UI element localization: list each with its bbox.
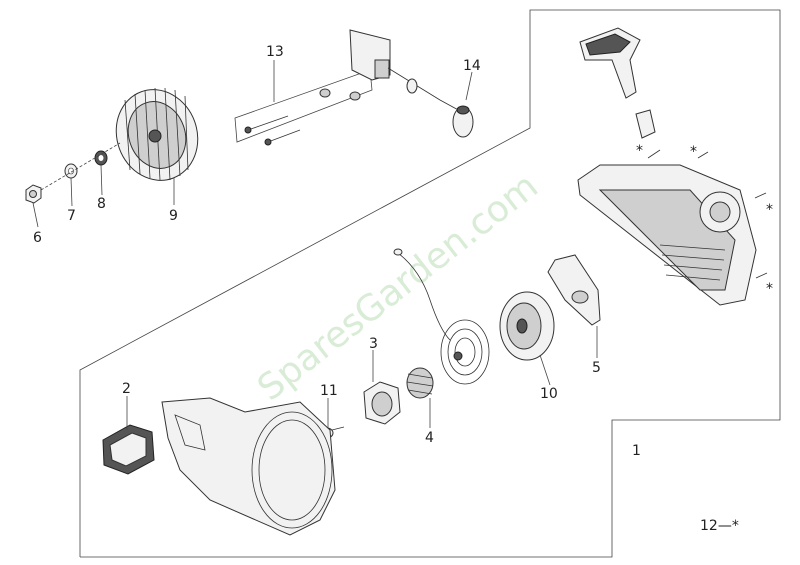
bolt-set-boundary — [234, 69, 373, 143]
label-part-5: 5 — [592, 360, 601, 376]
starter-handle — [579, 27, 656, 139]
label-part-3: 3 — [369, 336, 378, 352]
leader-lines — [32, 60, 598, 430]
pawl-spring — [406, 367, 434, 399]
spring-cover-plate — [547, 254, 601, 326]
assembly-boundary — [79, 9, 781, 558]
label-part-7: 7 — [67, 208, 76, 224]
star-mark: * — [766, 281, 773, 297]
ignition-coil — [349, 29, 474, 138]
label-part-10: 10 — [540, 386, 558, 402]
bolt-set — [244, 88, 361, 146]
washer-spring — [94, 150, 108, 166]
starter-rope — [393, 248, 451, 341]
label-part-2: 2 — [122, 381, 131, 397]
label-part-13: 13 — [266, 44, 284, 60]
washer-flat — [64, 163, 78, 179]
label-part-12-note: 12—* — [700, 518, 739, 534]
star-mark: * — [766, 202, 773, 218]
star-mark: * — [690, 144, 697, 160]
recoil-spring — [440, 319, 490, 385]
label-part-8: 8 — [97, 196, 106, 212]
label-part-11: 11 — [320, 383, 338, 399]
star-mark: * — [636, 143, 643, 159]
label-part-4: 4 — [425, 430, 434, 446]
anti-vibration-damper — [102, 424, 155, 475]
watermark: SparesGarden.com — [250, 166, 545, 409]
label-part-1: 1 — [632, 443, 641, 459]
starter-housing — [577, 164, 757, 306]
starter-hub — [363, 381, 401, 425]
label-part-9: 9 — [169, 208, 178, 224]
fan-cover — [161, 397, 336, 536]
flywheel — [115, 87, 199, 181]
flywheel-nut — [25, 184, 42, 204]
label-part-6: 6 — [33, 230, 42, 246]
rope-pulley — [499, 291, 555, 361]
label-part-14: 14 — [463, 58, 481, 74]
housing-screws — [647, 149, 768, 279]
